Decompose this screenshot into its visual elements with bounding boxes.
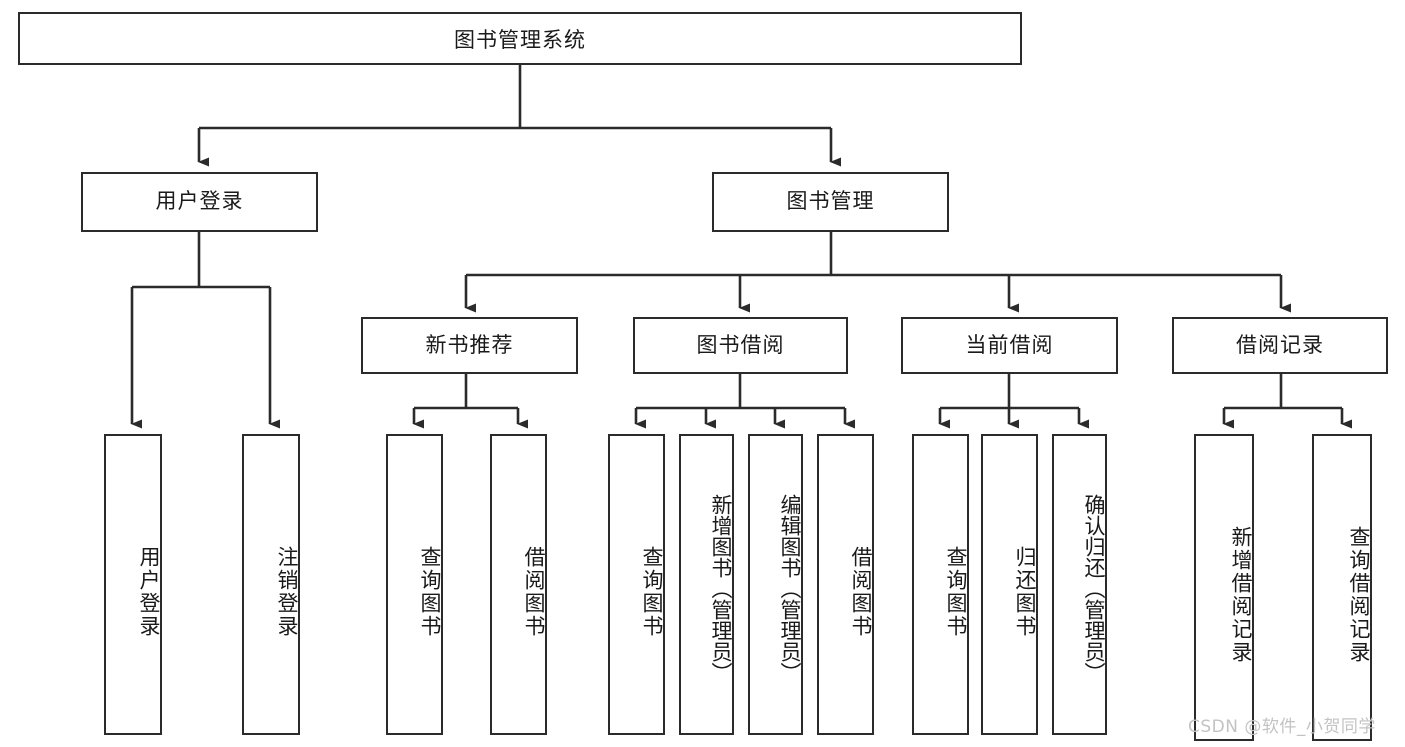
node-new-book-recommendation-label: 新书推荐 xyxy=(425,332,514,357)
node-book-management[interactable]: 图书管理 xyxy=(712,172,949,232)
node-leaf-borrow-query-book-label: 查询图书 xyxy=(640,545,664,638)
node-leaf-new-book-query[interactable]: 查询图书 xyxy=(386,434,443,735)
node-leaf-user-login-signout-label: 注销登录 xyxy=(275,545,299,638)
node-leaf-records-add-record-label: 新增借阅记录 xyxy=(1229,525,1253,664)
node-book-management-label: 图书管理 xyxy=(786,189,875,214)
node-borrowing-records-label: 借阅记录 xyxy=(1236,332,1324,357)
node-leaf-user-login-signout[interactable]: 注销登录 xyxy=(242,434,300,735)
node-leaf-records-query-record-label: 查询借阅记录 xyxy=(1347,525,1371,664)
node-leaf-user-login-signin[interactable]: 用户登录 xyxy=(104,434,162,735)
node-borrowing-records[interactable]: 借阅记录 xyxy=(1172,317,1388,374)
node-leaf-borrow-add-book-admin[interactable]: 新增图书（管理员） xyxy=(679,434,734,735)
node-leaf-current-return-book-label: 归还图书 xyxy=(1013,545,1037,638)
node-root-book-management-system[interactable]: 图书管理系统 xyxy=(18,12,1022,65)
node-leaf-borrow-query-book[interactable]: 查询图书 xyxy=(608,434,665,735)
node-leaf-current-query-book[interactable]: 查询图书 xyxy=(912,434,969,735)
node-leaf-borrow-edit-book-admin-label: 编辑图书（管理员） xyxy=(778,494,802,683)
node-leaf-user-login-signin-label: 用户登录 xyxy=(137,545,161,638)
node-leaf-current-return-book[interactable]: 归还图书 xyxy=(981,434,1038,735)
node-leaf-borrow-add-book-admin-label: 新增图书（管理员） xyxy=(709,494,733,683)
node-leaf-borrow-borrow-book-label: 借阅图书 xyxy=(849,545,873,638)
node-leaf-current-confirm-return-admin-label: 确认归还（管理员） xyxy=(1082,494,1106,683)
node-user-login[interactable]: 用户登录 xyxy=(81,172,318,232)
node-leaf-current-query-book-label: 查询图书 xyxy=(944,545,968,638)
node-book-borrowing[interactable]: 图书借阅 xyxy=(633,317,848,374)
node-leaf-current-confirm-return-admin[interactable]: 确认归还（管理员） xyxy=(1052,434,1107,735)
node-new-book-recommendation[interactable]: 新书推荐 xyxy=(361,317,578,374)
node-book-borrowing-label: 图书借阅 xyxy=(696,332,785,357)
node-leaf-borrow-borrow-book[interactable]: 借阅图书 xyxy=(817,434,874,735)
node-leaf-records-query-record[interactable]: 查询借阅记录 xyxy=(1312,434,1372,741)
node-leaf-records-add-record[interactable]: 新增借阅记录 xyxy=(1194,434,1254,741)
node-current-borrowing[interactable]: 当前借阅 xyxy=(901,317,1118,374)
node-root-label: 图书管理系统 xyxy=(454,27,586,52)
node-leaf-borrow-edit-book-admin[interactable]: 编辑图书（管理员） xyxy=(748,434,803,735)
csdn-watermark: CSDN @软件_小贺同学 xyxy=(1188,717,1376,737)
node-current-borrowing-label: 当前借阅 xyxy=(965,332,1054,357)
node-user-login-label: 用户登录 xyxy=(155,189,244,214)
node-leaf-new-book-borrow[interactable]: 借阅图书 xyxy=(490,434,547,735)
node-leaf-new-book-borrow-label: 借阅图书 xyxy=(522,545,546,638)
node-leaf-new-book-query-label: 查询图书 xyxy=(418,545,442,638)
